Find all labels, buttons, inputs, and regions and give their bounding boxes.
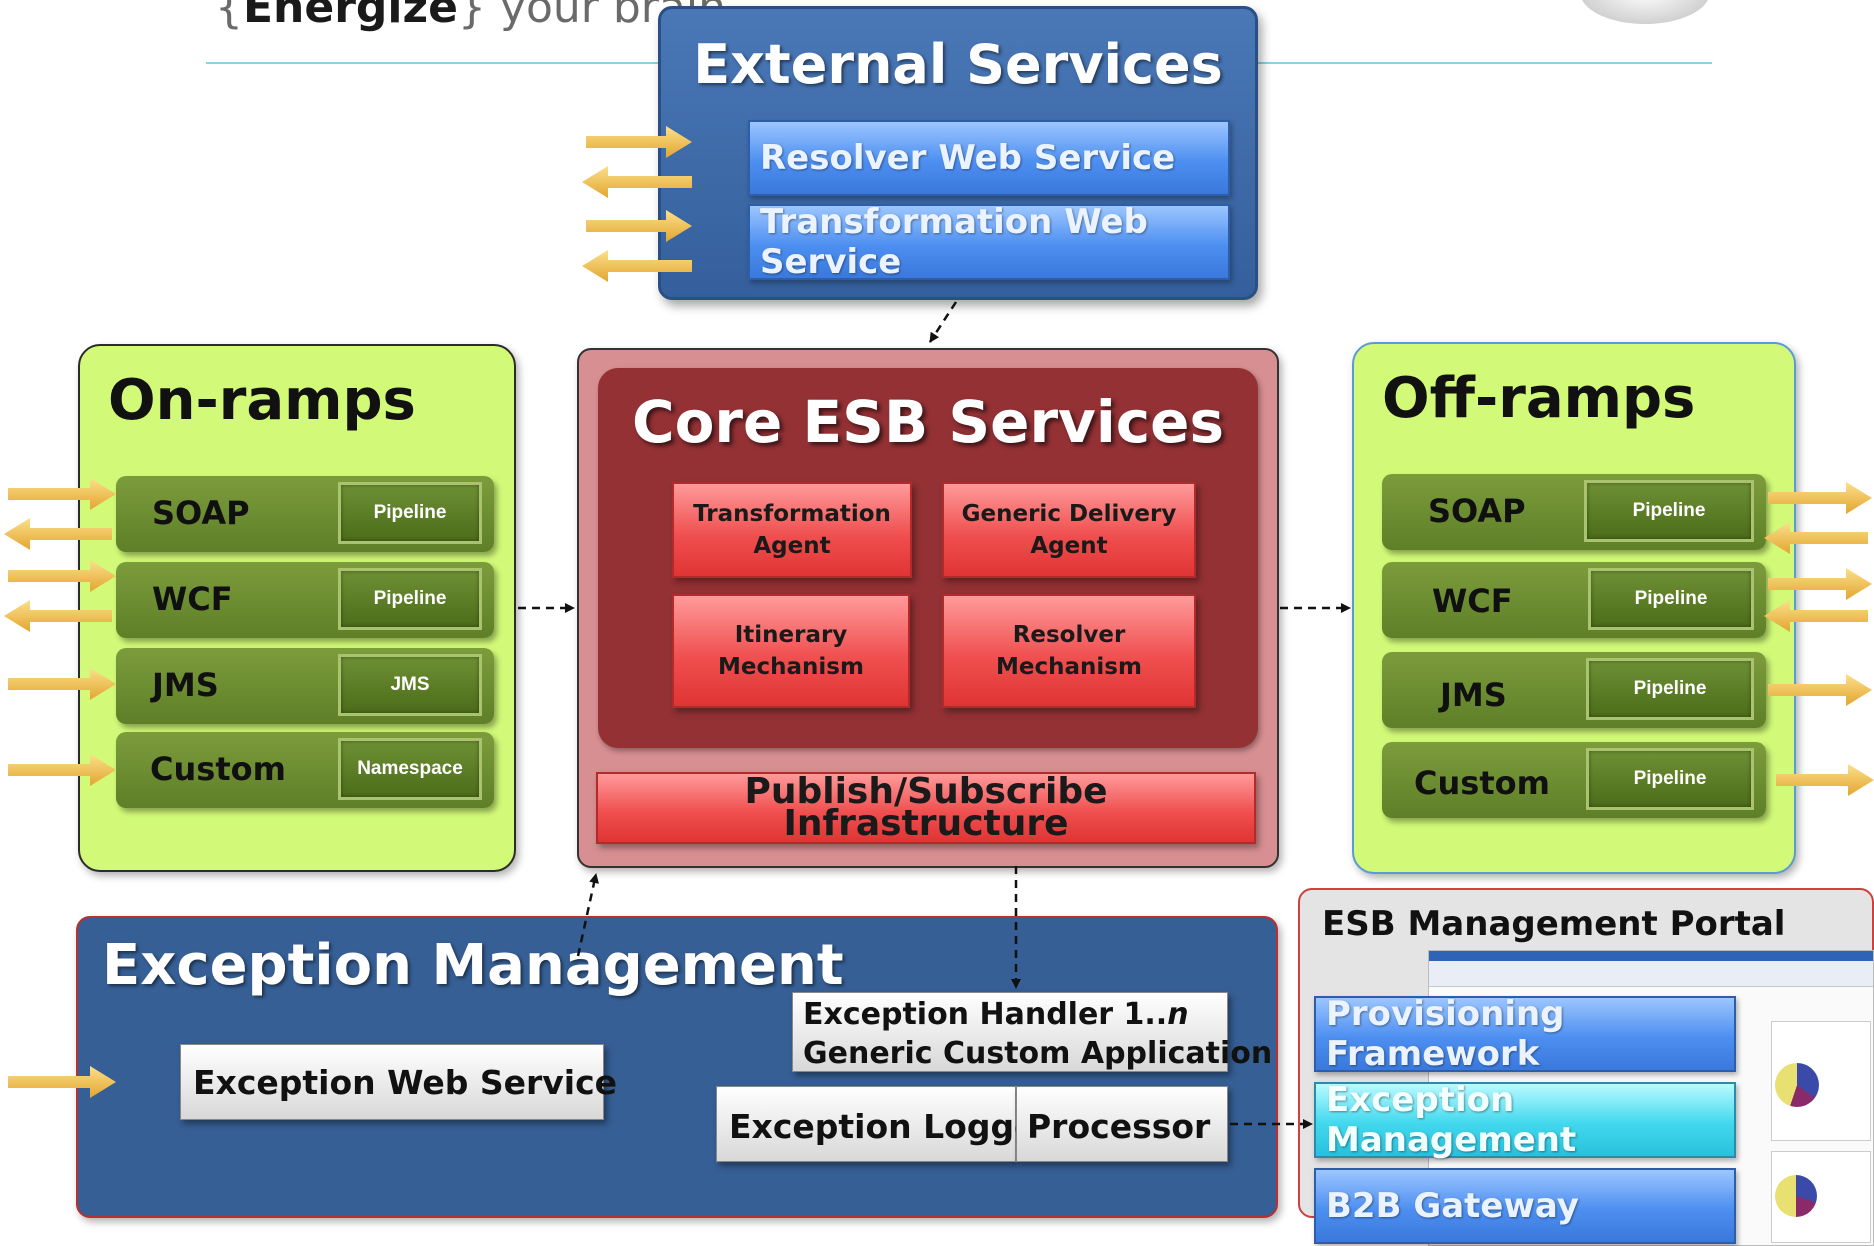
- thumbnail-titlebar: [1429, 951, 1873, 961]
- b2b-gateway[interactable]: B2B Gateway: [1314, 1168, 1736, 1244]
- exception-logger[interactable]: Exception Logger: [716, 1086, 1053, 1162]
- off-ramp-tag: Pipeline: [1588, 568, 1754, 630]
- arrow-right-icon: [1768, 482, 1872, 514]
- handler-n: n: [1167, 997, 1189, 1032]
- connector-exception-to-core: [576, 873, 599, 957]
- off-ramp-label: JMS: [1440, 676, 1507, 714]
- publish-subscribe-infrastructure[interactable]: Publish/Subscribe Infrastructure: [596, 772, 1256, 844]
- arrow-right-icon: [8, 754, 116, 786]
- on-ramp-label: WCF: [152, 580, 233, 618]
- off-ramps-title: Off-ramps: [1382, 366, 1696, 431]
- handler-line1: Exception Handler 1..: [803, 997, 1168, 1032]
- provisioning-framework[interactable]: Provisioning Framework: [1314, 994, 1736, 1074]
- arrow-right-icon: [1768, 568, 1872, 600]
- dashed-connectors: [518, 301, 1351, 1129]
- off-ramp-label: WCF: [1432, 582, 1513, 620]
- on-ramps-title: On-ramps: [108, 368, 416, 433]
- arrow-right-icon: [1776, 764, 1874, 796]
- exception-web-service[interactable]: Exception Web Service: [180, 1044, 617, 1120]
- handler-line2: Generic Custom Application: [803, 1036, 1273, 1071]
- arrow-right-icon: [586, 210, 692, 242]
- external-services-title: External Services: [693, 33, 1223, 96]
- arrow-left-icon: [1764, 600, 1868, 632]
- off-ramp-tag: Pipeline: [1586, 658, 1754, 720]
- exception-handler-box[interactable]: Exception Handler 1..n Generic Custom Ap…: [792, 992, 1273, 1072]
- core-esb-title: Core ESB Services: [632, 388, 1224, 456]
- arrow-left-icon: [582, 166, 692, 198]
- agent-line: Itinerary: [734, 622, 848, 648]
- off-ramp-label: SOAP: [1428, 492, 1526, 530]
- arrow-right-icon: [8, 668, 116, 700]
- agent-line: Transformation: [693, 501, 891, 527]
- pie-chart-icon: [1775, 1175, 1817, 1217]
- off-ramp-tag: Pipeline: [1584, 480, 1754, 542]
- off-ramp-tag: Pipeline: [1586, 748, 1754, 810]
- on-ramp-label: JMS: [152, 666, 219, 704]
- resolver-web-service[interactable]: Resolver Web Service: [748, 120, 1230, 196]
- transformation-web-service[interactable]: Transformation Web Service: [748, 202, 1230, 282]
- arrow-right-icon: [8, 478, 116, 510]
- arrow-right-icon: [8, 1066, 116, 1098]
- resolver-mechanism[interactable]: Resolver Mechanism: [942, 594, 1196, 708]
- thumbnail-toolbar: [1429, 961, 1873, 987]
- portal-exception-management[interactable]: Exception Management: [1314, 1080, 1736, 1160]
- on-ramp-tag: Pipeline: [338, 482, 482, 544]
- arrow-right-icon: [586, 126, 692, 158]
- arrow-left-icon: [1764, 522, 1868, 554]
- pie-chart-icon: [1775, 1063, 1819, 1107]
- gold-arrows: [4, 126, 1874, 1098]
- on-ramp-tag: Pipeline: [338, 568, 482, 630]
- agent-line: Agent: [753, 533, 831, 559]
- agent-line: Generic Delivery: [961, 501, 1177, 527]
- agent-line: Mechanism: [718, 654, 864, 680]
- brand-strong: Energize: [243, 0, 458, 33]
- arrow-right-icon: [8, 560, 116, 592]
- exception-processor[interactable]: Processor: [1016, 1086, 1228, 1162]
- arrow-left-icon: [4, 600, 112, 632]
- on-ramp-label: Custom: [150, 750, 286, 788]
- connector-external-to-core: [928, 301, 958, 343]
- arrow-left-icon: [4, 518, 112, 550]
- on-ramp-tag: JMS: [338, 654, 482, 716]
- esb-management-portal-title: ESB Management Portal: [1322, 904, 1786, 944]
- off-ramp-label: Custom: [1414, 764, 1550, 802]
- on-ramp-tag: Namespace: [338, 738, 482, 800]
- arrow-right-icon: [1768, 674, 1872, 706]
- on-ramp-label: SOAP: [152, 494, 250, 532]
- agent-line: Agent: [1030, 533, 1108, 559]
- exception-management-title: Exception Management: [102, 933, 844, 998]
- arrow-left-icon: [582, 250, 692, 282]
